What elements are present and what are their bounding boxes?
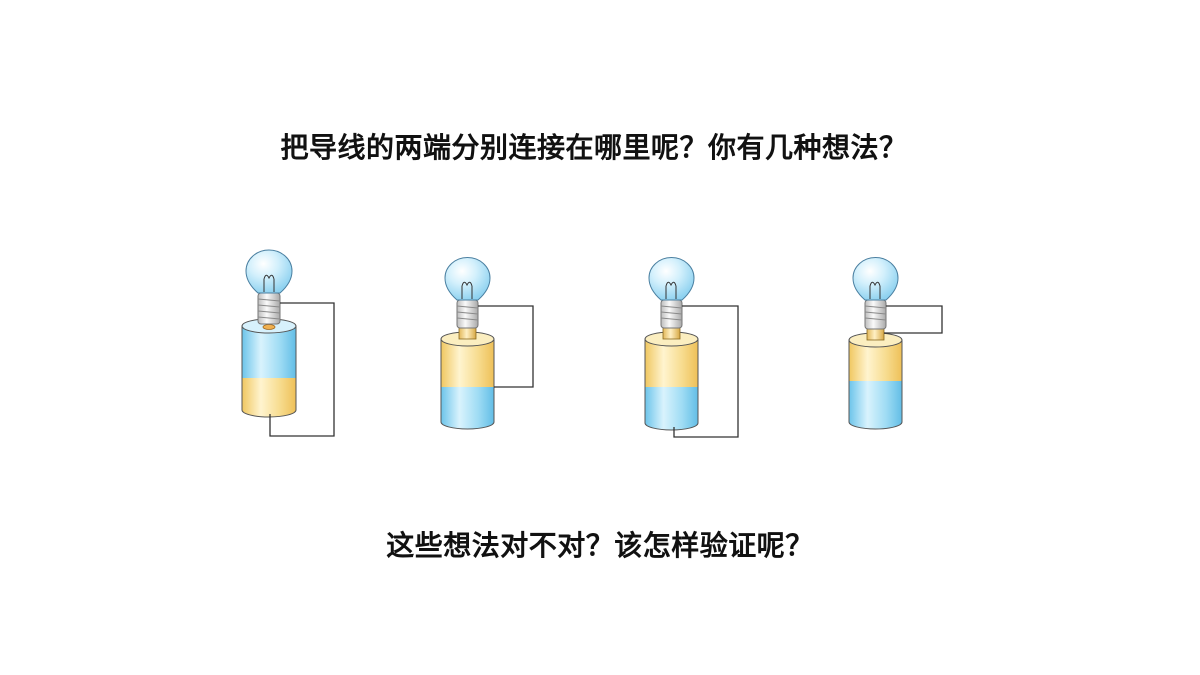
battery-terminal <box>662 327 681 340</box>
light-bulb <box>444 257 491 329</box>
battery-terminal <box>866 328 885 341</box>
bulb-filament <box>263 274 275 292</box>
battery-band-yellow <box>849 340 902 381</box>
bulb-glass <box>444 257 491 301</box>
bulb-glass <box>245 249 293 294</box>
circuit-2 <box>440 257 534 430</box>
bulb-glass <box>648 257 695 301</box>
battery <box>241 318 297 418</box>
battery-outline <box>440 339 495 430</box>
bulb-filament <box>461 281 473 299</box>
battery <box>440 327 495 430</box>
battery-band-yellow <box>242 378 296 417</box>
light-bulb <box>245 249 293 325</box>
battery-terminal <box>262 324 276 330</box>
battery-band-yellow <box>645 339 698 387</box>
question-top: 把导线的两端分别连接在哪里呢？你有几种想法？ <box>280 131 908 164</box>
light-bulb <box>852 257 899 330</box>
battery-band-blue <box>645 387 698 430</box>
bulb-filament <box>665 281 677 299</box>
bulb-screw-base <box>864 299 887 330</box>
circuit-1 <box>241 249 335 437</box>
bulb-glass <box>852 257 899 301</box>
battery <box>848 328 903 430</box>
wire <box>478 305 534 388</box>
bulb-screw-base <box>257 292 281 325</box>
question-bottom: 这些想法对不对？该怎样验证呢？ <box>386 529 814 562</box>
battery-band-blue <box>242 326 296 378</box>
light-bulb <box>648 257 695 329</box>
battery-band-blue <box>849 381 902 430</box>
battery-band-yellow <box>441 339 494 387</box>
wire <box>884 305 943 334</box>
battery-outline <box>644 339 699 431</box>
circuit-3 <box>644 257 739 438</box>
wire <box>673 305 739 438</box>
circuit-4 <box>848 257 943 430</box>
battery-band-blue <box>441 387 494 430</box>
battery <box>644 327 699 431</box>
bulb-filament <box>869 281 881 299</box>
battery-outline <box>848 340 903 430</box>
wire <box>269 302 335 437</box>
battery-terminal <box>458 327 477 340</box>
battery-outline <box>241 326 297 418</box>
